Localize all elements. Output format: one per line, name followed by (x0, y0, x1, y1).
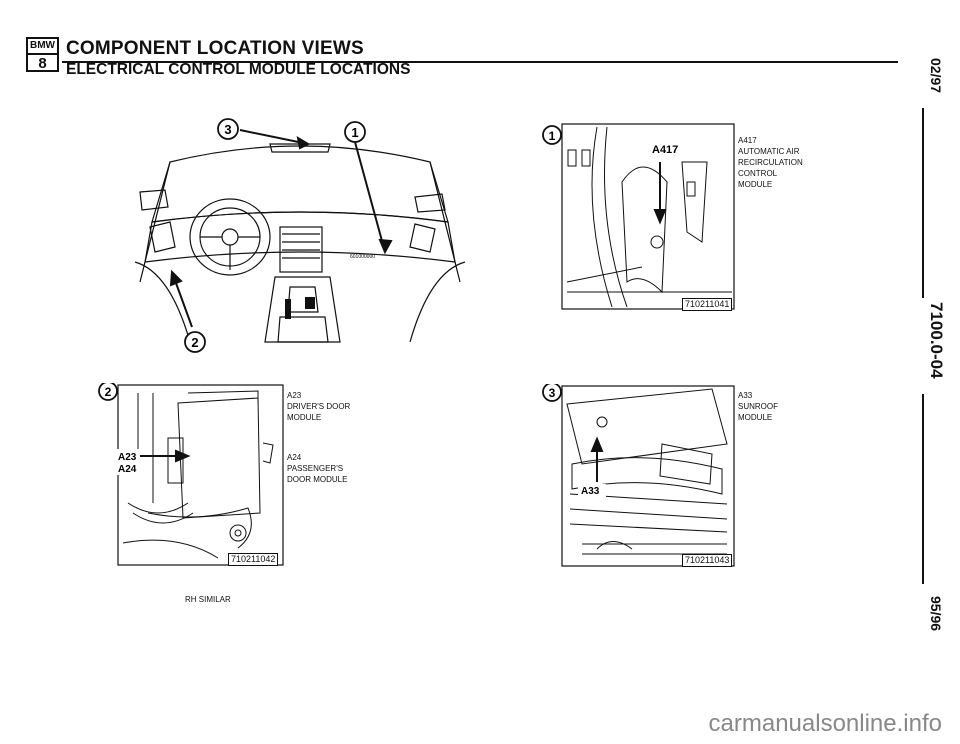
sunroof-module-drawing: A33 3 (542, 382, 735, 567)
header-rule (62, 61, 898, 63)
bmw-8-logo: BMW 8 (26, 37, 59, 72)
page-subtitle: ELECTRICAL CONTROL MODULE LOCATIONS (66, 61, 411, 78)
date-top: 02/97 (928, 58, 944, 94)
overview-callout-2-circle (184, 331, 206, 353)
a417-drawing: A417 1 (542, 123, 735, 310)
overview-callout-1-circle (344, 121, 366, 143)
door-module-drawing: 2 A23 A24 (98, 381, 284, 566)
view-2-callout: 2 (105, 385, 112, 399)
overview-callout-1: 1 (351, 125, 358, 140)
view-1-callout: 1 (549, 129, 556, 143)
view-3-callout: 3 (549, 386, 556, 400)
a23-caption: A23 DRIVER'S DOOR MODULE (287, 391, 351, 422)
a33-label: A33 (581, 486, 600, 497)
side-rule-top (922, 108, 924, 298)
a24-caption: A24 PASSENGER'S DOOR MODULE (287, 453, 348, 484)
dashboard-overview-illustration: 3 1 2 601000000 (130, 112, 470, 362)
logo-8-text: 8 (38, 55, 47, 72)
watermark: carmanualsonline.info (708, 710, 942, 737)
overview-callout-3-circle (217, 118, 239, 140)
view-3-image-number: 710211043 (682, 554, 733, 567)
side-rule-bottom (922, 394, 924, 584)
a24-label: A24 (118, 464, 137, 475)
a417-caption: A417 AUTOMATIC AIR RECIRCULATION CONTROL… (738, 136, 803, 189)
page-title: COMPONENT LOCATION VIEWS (66, 38, 364, 59)
dashboard-drawing: 3 1 2 601000000 (134, 118, 466, 353)
overview-callout-3: 3 (224, 122, 231, 137)
view-2-door-module-illustration: 2 A23 A24 710211042 (98, 381, 288, 568)
view-3-sunroof-module-illustration: A33 3 710211043 (542, 382, 737, 569)
view-1-a417-illustration: A417 1 710211041 (542, 122, 737, 312)
rh-similar-note: RH SIMILAR (185, 595, 231, 604)
a417-label: A417 (652, 144, 678, 156)
logo-bmw-text: BMW (28, 39, 57, 55)
a23-label: A23 (118, 452, 137, 463)
doc-number: 7100.0-04 (927, 302, 946, 379)
a33-caption: A33 SUNROOF MODULE (738, 391, 778, 422)
view-1-image-number: 710211041 (682, 298, 733, 311)
view-2-image-number: 710211042 (228, 553, 279, 566)
date-bottom: 95/96 (928, 596, 944, 632)
overview-callout-2: 2 (191, 335, 198, 350)
overview-photo-id: 601000000 (350, 254, 375, 260)
